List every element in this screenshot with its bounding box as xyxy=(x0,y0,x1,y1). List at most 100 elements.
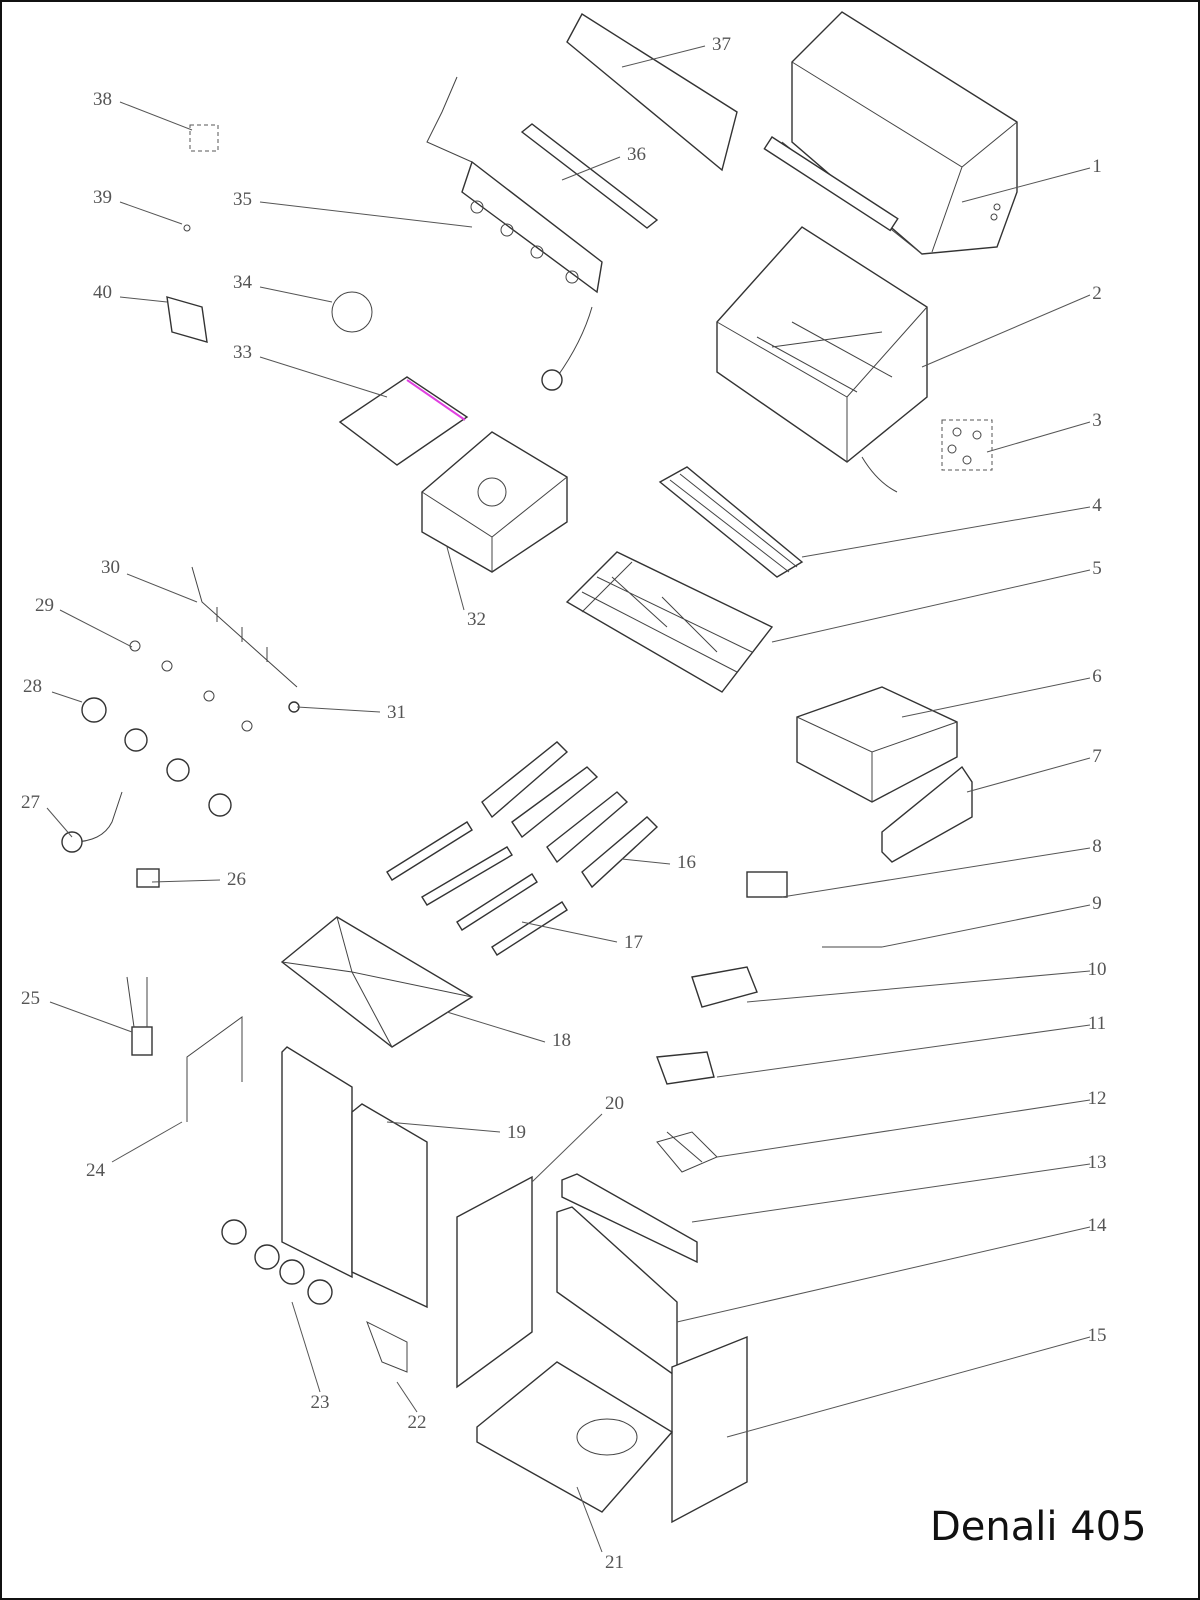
part-cabinet-top xyxy=(796,686,958,803)
part-grease-tray xyxy=(691,966,758,1008)
part-number-29: 29 xyxy=(35,595,54,616)
leader-line xyxy=(881,904,1091,948)
part-number-22: 22 xyxy=(408,1412,427,1433)
leader-line xyxy=(716,1024,1091,1078)
part-control-panel xyxy=(426,76,603,391)
leader-line xyxy=(691,1163,1091,1223)
part-tank-bracket xyxy=(656,1131,718,1173)
part-number-40: 40 xyxy=(93,282,112,303)
part-grease-cup xyxy=(656,1051,715,1085)
part-side-burner-lid xyxy=(338,376,469,466)
part-side-panel-left xyxy=(456,1175,533,1389)
part-valve xyxy=(136,868,160,888)
part-number-39: 39 xyxy=(93,187,112,208)
part-number-35: 35 xyxy=(233,189,252,210)
part-bottom-shelf xyxy=(476,1361,674,1513)
leader-line xyxy=(771,569,1091,643)
leader-line xyxy=(259,356,388,398)
leader-line xyxy=(119,101,193,131)
part-front-trim xyxy=(881,765,973,863)
leader-line xyxy=(49,1001,133,1033)
leader-line xyxy=(986,421,1091,453)
part-number-17: 17 xyxy=(624,932,643,953)
leader-line xyxy=(386,1121,501,1133)
part-number-31: 31 xyxy=(387,702,406,723)
part-number-2: 2 xyxy=(1092,283,1102,304)
part-number-8: 8 xyxy=(1092,836,1102,857)
part-number-30: 30 xyxy=(101,557,120,578)
part-flame-tamers xyxy=(481,741,659,889)
part-burners xyxy=(386,821,568,956)
part-window xyxy=(566,13,738,172)
leader-line xyxy=(291,1301,321,1393)
part-number-36: 36 xyxy=(627,144,646,165)
part-bezels xyxy=(129,640,253,732)
part-rear-brace xyxy=(561,1173,698,1264)
part-number-12: 12 xyxy=(1088,1088,1107,1109)
part-number-18: 18 xyxy=(552,1030,571,1051)
leader-line xyxy=(621,858,671,865)
part-number-34: 34 xyxy=(233,272,253,293)
part-drip-pan xyxy=(280,916,474,1048)
part-number-33: 33 xyxy=(233,342,252,363)
part-number-26: 26 xyxy=(227,869,246,890)
leader-line xyxy=(51,691,83,703)
leader-line xyxy=(111,1121,183,1163)
part-number-14: 14 xyxy=(1088,1215,1108,1236)
part-cooking-grates xyxy=(565,551,774,693)
leader-line xyxy=(151,879,221,883)
part-door-right xyxy=(351,1103,428,1309)
leader-line xyxy=(59,609,133,648)
part-number-20: 20 xyxy=(605,1093,624,1114)
part-number-1: 1 xyxy=(1092,156,1102,177)
leader-line xyxy=(746,970,1091,1003)
part-number-19: 19 xyxy=(507,1122,526,1143)
leader-line xyxy=(726,1336,1091,1438)
part-side-burner-grate xyxy=(331,291,373,333)
part-heat-plate xyxy=(166,296,208,343)
part-number-11: 11 xyxy=(1088,1013,1106,1034)
leader-line xyxy=(446,1011,546,1043)
part-number-24: 24 xyxy=(86,1160,106,1181)
leader-line xyxy=(561,156,621,181)
leader-line xyxy=(576,1486,603,1553)
part-number-10: 10 xyxy=(1088,959,1107,980)
leader-line xyxy=(531,1113,603,1183)
part-number-7: 7 xyxy=(1092,746,1102,767)
leader-line xyxy=(621,45,706,68)
part-tank-hook xyxy=(186,1016,243,1122)
leader-line xyxy=(126,573,198,603)
part-manifold xyxy=(191,566,298,688)
part-warming-rack xyxy=(658,466,804,578)
part-side-panel-right xyxy=(671,1335,748,1524)
part-number-21: 21 xyxy=(605,1552,624,1573)
leader-line xyxy=(961,167,1091,203)
leader-line xyxy=(966,757,1091,793)
part-firebox xyxy=(716,226,928,493)
part-ignition-module xyxy=(746,871,788,898)
leader-line xyxy=(46,807,73,838)
part-number-23: 23 xyxy=(311,1392,330,1413)
leader-line xyxy=(676,1226,1091,1323)
leader-line xyxy=(396,1381,418,1413)
leader-line xyxy=(716,1099,1091,1158)
leader-line xyxy=(801,506,1091,558)
leader-line xyxy=(921,294,1091,368)
part-igniter xyxy=(131,1026,153,1056)
model-title: Denali 405 xyxy=(930,1504,1147,1550)
part-side-burner-box xyxy=(421,431,568,573)
part-hardware-kit xyxy=(941,419,993,471)
part-door-bracket xyxy=(366,1320,408,1373)
part-number-32: 32 xyxy=(467,609,486,630)
leader-line xyxy=(901,677,1091,718)
part-number-5: 5 xyxy=(1092,558,1102,579)
leader-line xyxy=(259,201,473,228)
part-number-4: 4 xyxy=(1092,495,1102,516)
leader-line xyxy=(781,847,1091,898)
part-handle xyxy=(520,123,659,229)
part-number-15: 15 xyxy=(1088,1325,1107,1346)
leader-line xyxy=(446,546,465,611)
part-screw xyxy=(183,224,191,232)
leader-line xyxy=(521,921,618,943)
